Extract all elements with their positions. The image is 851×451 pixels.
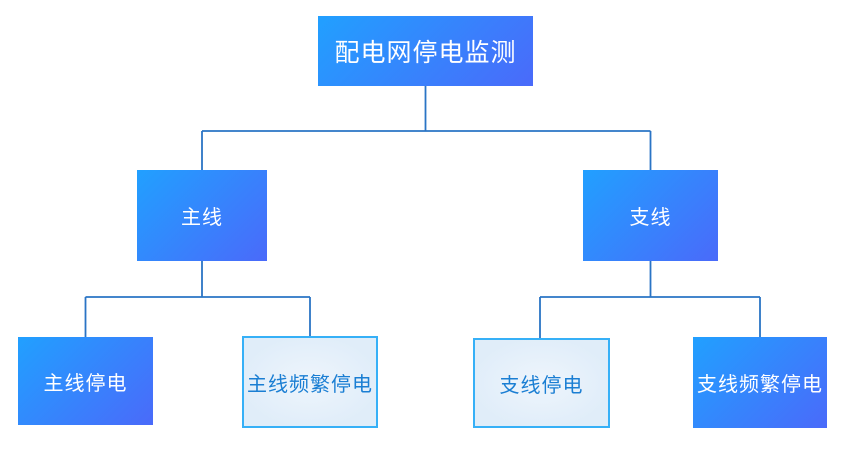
node-main-line-frequent-outage[interactable]: 主线频繁停电 [242, 336, 378, 428]
node-branch-line[interactable]: 支线 [583, 170, 718, 261]
node-root-outage-monitoring[interactable]: 配电网停电监测 [318, 16, 533, 86]
node-branch-line-outage[interactable]: 支线停电 [473, 338, 610, 428]
node-main-line[interactable]: 主线 [137, 170, 267, 261]
node-branch-line-frequent-outage[interactable]: 支线频繁停电 [693, 337, 827, 428]
node-main-line-outage[interactable]: 主线停电 [18, 337, 153, 425]
